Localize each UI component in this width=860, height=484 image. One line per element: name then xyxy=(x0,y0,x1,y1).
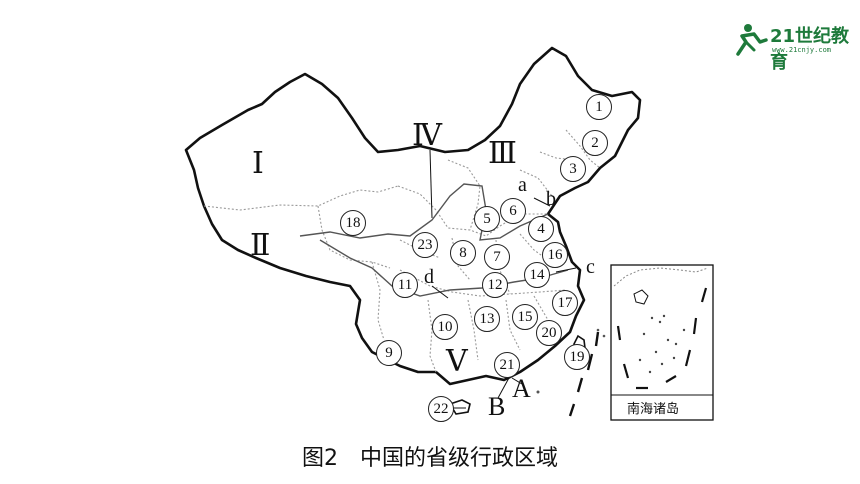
region-label-III: Ⅲ xyxy=(488,137,517,170)
islands-dots xyxy=(536,328,606,394)
province-label-17: 17 xyxy=(552,290,578,316)
runner-logo-icon xyxy=(736,24,768,56)
province-label-19: 19 xyxy=(564,344,590,370)
province-label-1: 1 xyxy=(586,94,612,120)
inset-islands xyxy=(638,314,686,374)
province-label-9: 9 xyxy=(376,340,402,366)
province-label-13: 13 xyxy=(474,306,500,332)
region-label-II: Ⅱ xyxy=(250,229,271,262)
province-label-16: 16 xyxy=(542,242,568,268)
region-label-IV: Ⅳ xyxy=(412,119,442,152)
maritime-boundary xyxy=(568,331,600,417)
province-label-8: 8 xyxy=(450,240,476,266)
region-label-V: Ⅴ xyxy=(446,345,468,378)
letter-label-b: b xyxy=(546,188,556,210)
letter-label-A: A xyxy=(512,374,531,403)
letter-label-d: d xyxy=(424,266,434,288)
inset-title: 南海诸岛 xyxy=(627,402,680,417)
hainan-island xyxy=(448,399,471,415)
province-label-18: 18 xyxy=(340,210,366,236)
province-label-6: 6 xyxy=(500,198,526,224)
province-label-22: 22 xyxy=(428,396,454,422)
province-label-12: 12 xyxy=(482,272,508,298)
province-label-7: 7 xyxy=(484,244,510,270)
letter-label-c: c xyxy=(586,256,595,278)
inset-hainan xyxy=(633,289,649,305)
logo-brand-text: 21世纪教育 xyxy=(770,26,850,73)
province-label-10: 10 xyxy=(432,314,458,340)
province-label-5: 5 xyxy=(474,206,500,232)
letter-label-a: a xyxy=(518,174,527,196)
province-label-23: 23 xyxy=(412,232,438,258)
province-label-14: 14 xyxy=(524,262,550,288)
province-label-2: 2 xyxy=(582,130,608,156)
province-label-20: 20 xyxy=(536,320,562,346)
national-border xyxy=(184,46,642,386)
inset-nine-dash xyxy=(616,287,708,390)
province-label-4: 4 xyxy=(528,216,554,242)
province-label-3: 3 xyxy=(560,156,586,182)
logo-site-text: www.21cnjy.com xyxy=(772,46,832,54)
province-label-21: 21 xyxy=(494,352,520,378)
province-label-11: 11 xyxy=(392,272,418,298)
inset-frame xyxy=(610,264,714,421)
province-label-15: 15 xyxy=(512,304,538,330)
figure-caption: 图2 中国的省级行政区域 xyxy=(302,446,558,471)
letter-label-B: B xyxy=(488,392,506,421)
region-label-I: Ⅰ xyxy=(252,147,264,180)
